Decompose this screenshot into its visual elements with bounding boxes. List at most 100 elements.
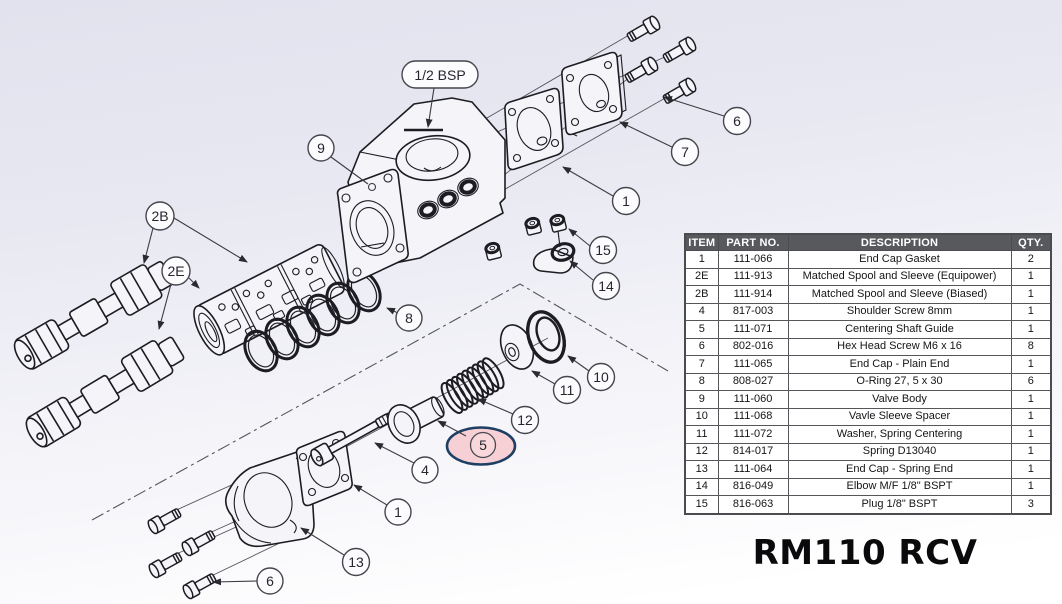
table-cell: 1 [1010,320,1052,339]
table-cell: 817-003 [717,302,789,321]
svg-text:15: 15 [595,242,611,258]
table-cell: 111-914 [717,285,789,304]
callout-7[interactable]: 7 [670,137,700,167]
table-cell: 12 [684,442,719,461]
table-cell: 1 [1010,477,1052,496]
end-cap-gasket-top-drawing [504,87,564,171]
svg-text:8: 8 [405,310,413,326]
washer-drawing [499,324,535,370]
callout-4[interactable]: 4 [411,456,439,484]
table-cell: Plug 1/8" BSPT [787,495,1012,514]
table-cell: 802-016 [717,337,789,356]
table-cell: 111-068 [717,407,789,426]
table-cell: 2 [1010,250,1052,269]
table-cell: Centering Shaft Guide [787,320,1012,339]
callout-bsp[interactable]: 1/2 BSP [401,60,479,89]
table-cell: 8 [1010,337,1052,356]
table-cell: 7 [684,355,719,374]
table-cell: 111-066 [717,250,789,269]
callout-12[interactable]: 12 [510,405,540,435]
table-cell: 1 [1010,267,1052,286]
sleeve-spacer-drawing [526,310,566,364]
table-cell: End Cap Gasket [787,250,1012,269]
table-cell: 1 [1010,302,1052,321]
table-cell: 1 [1010,425,1052,444]
svg-text:9: 9 [317,140,325,156]
table-cell: 14 [684,477,719,496]
svg-text:1/2 BSP: 1/2 BSP [414,67,465,83]
table-cell: 111-913 [717,267,789,286]
leader-lines [142,87,725,586]
callout-10[interactable]: 10 [586,362,616,392]
table-cell: 816-049 [717,477,789,496]
svg-text:1: 1 [622,193,630,209]
table-cell: 111-060 [717,390,789,409]
table-cell: 1 [1010,355,1052,374]
table-cell: 1 [1010,390,1052,409]
table-cell: 1 [684,250,719,269]
svg-text:2B: 2B [151,208,168,224]
table-cell: 2E [684,267,719,286]
svg-text:11: 11 [560,382,575,398]
callout-1-top[interactable]: 1 [611,186,641,216]
table-cell: 816-063 [717,495,789,514]
table-cell: 11 [684,425,719,444]
callout-2b[interactable]: 2B [145,201,175,231]
table-cell: 5 [684,320,719,339]
table-header-cell: QTY. [1010,233,1052,251]
callout-6-bottom[interactable]: 6 [256,567,284,595]
table-cell: 4 [684,302,719,321]
svg-text:4: 4 [421,462,429,478]
callout-2e[interactable]: 2E [161,256,191,286]
table-cell: 3 [1010,495,1052,514]
svg-text:5: 5 [479,437,487,453]
document-title: RM110 RCV [752,533,978,573]
table-cell: O-Ring 27, 5 x 30 [787,372,1012,391]
table-cell: 9 [684,390,719,409]
table-cell: Vavle Sleeve Spacer [787,407,1012,426]
table-cell: 8 [684,372,719,391]
svg-text:14: 14 [598,278,614,294]
sleeve-drawing [193,244,345,356]
callout-9[interactable]: 9 [307,134,335,162]
table-cell: 1 [1010,460,1052,479]
callout-13[interactable]: 13 [341,547,371,577]
end-cap-spring-drawing [224,450,315,548]
table-cell: 6 [684,337,719,356]
callout-14[interactable]: 14 [591,271,621,301]
valve-body-drawing [336,97,506,284]
callout-6-top[interactable]: 6 [722,106,752,136]
table-cell: Hex Head Screw M6 x 16 [787,337,1012,356]
svg-text:6: 6 [266,573,274,589]
callout-11[interactable]: 11 [552,375,582,405]
table-cell: End Cap - Plain End [787,355,1012,374]
table-cell: 15 [684,495,719,514]
svg-text:1: 1 [394,504,402,520]
table-header-cell: DESCRIPTION [787,233,1012,251]
table-cell: 1 [1010,285,1052,304]
table-cell: 111-072 [717,425,789,444]
hex-screws-bottom-drawing [145,504,219,601]
table-cell: Shoulder Screw 8mm [787,302,1012,321]
svg-text:7: 7 [681,144,689,160]
table-cell: Elbow M/F 1/8" BSPT [787,477,1012,496]
table-cell: Valve Body [787,390,1012,409]
table-cell: 1 [1010,442,1052,461]
callouts: 1/2 BSP 9 2B 2E 8 6 7 1 [145,60,752,595]
callout-8[interactable]: 8 [395,304,423,332]
callout-15[interactable]: 15 [588,235,618,265]
callout-5-highlighted[interactable]: 5 [469,431,497,459]
callout-1-bottom[interactable]: 1 [384,498,412,526]
